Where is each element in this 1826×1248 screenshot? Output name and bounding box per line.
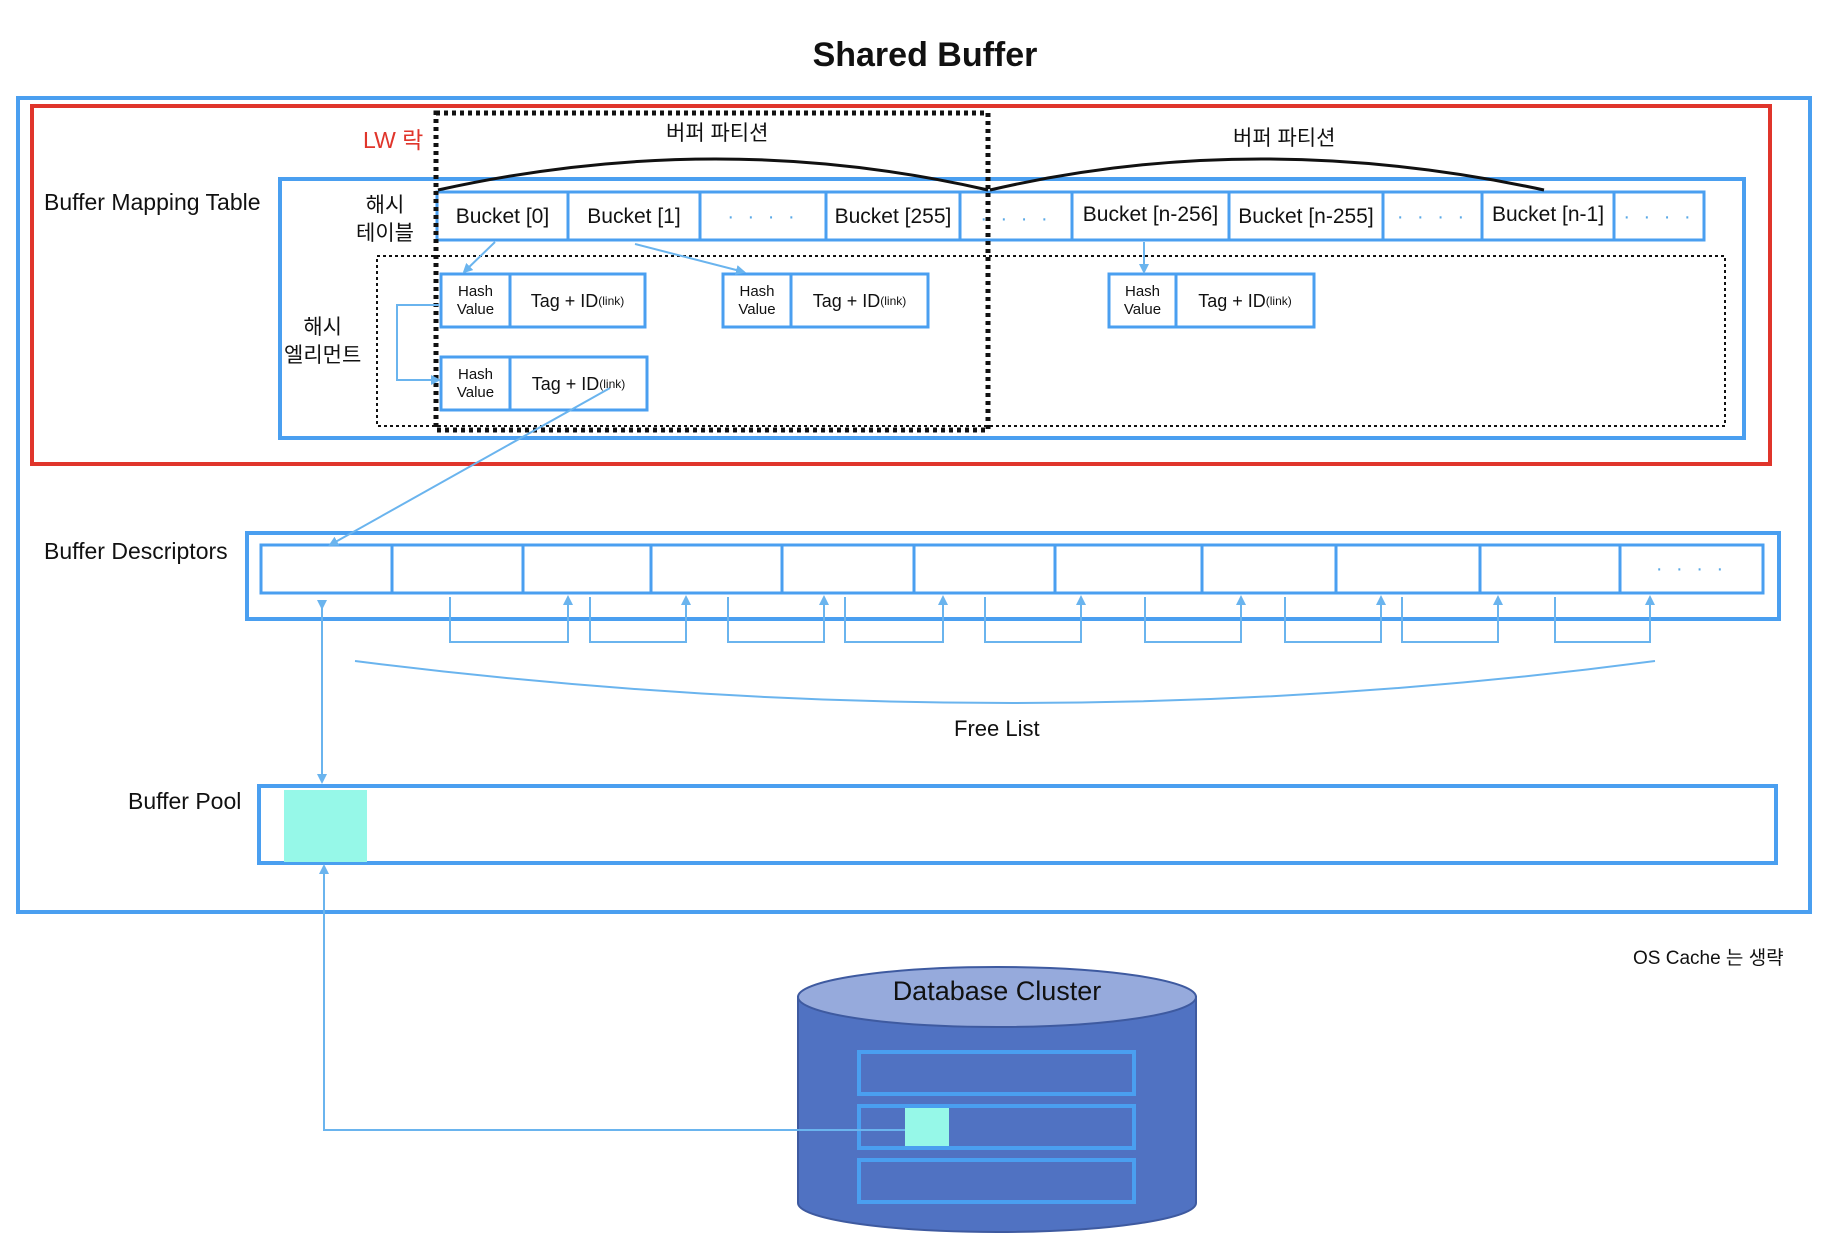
tag-id-text: Tag + ID bbox=[530, 290, 599, 311]
tag-id-cell: Tag + ID(link) bbox=[791, 276, 928, 326]
bucket-ellipsis-1: · · · · bbox=[727, 205, 799, 228]
link-subscript: (link) bbox=[880, 294, 907, 308]
partition-brace-2 bbox=[989, 157, 1545, 192]
descriptor-ellipsis: · · · · bbox=[1655, 557, 1728, 580]
partition-label-2: 버퍼 파티션 bbox=[1233, 127, 1336, 150]
database-cylinder bbox=[797, 966, 1197, 1233]
os-cache-note: OS Cache 는 생략 bbox=[1633, 948, 1784, 969]
hash-table-label-line2: 테이블 bbox=[356, 222, 414, 245]
bucket-n-256: Bucket [n-256] bbox=[1082, 203, 1219, 226]
hash-value-line2: Value bbox=[456, 384, 495, 401]
tag-id-text: Tag + ID bbox=[1198, 290, 1266, 311]
hash-element-label: 해시 엘리먼트 bbox=[284, 314, 361, 370]
tag-id-cell: Tag + ID(link) bbox=[1176, 276, 1314, 326]
bucket-ellipsis-2: · · · · bbox=[980, 207, 1052, 230]
bucket-n-1: Bucket [n-1] bbox=[1491, 203, 1605, 226]
tag-id-text: Tag + ID bbox=[531, 373, 600, 394]
buffer-pool-box bbox=[257, 784, 1778, 865]
element-to-descriptor-arrow bbox=[328, 387, 611, 546]
database-cluster-label: Database Cluster bbox=[892, 976, 1102, 1006]
lw-lock-region bbox=[30, 104, 1772, 466]
buffer-pool-label: Buffer Pool bbox=[128, 788, 242, 814]
descriptor-slots bbox=[259, 543, 1765, 595]
bucket-ellipsis-4: · · · · bbox=[1623, 205, 1695, 228]
hash-table-label-line1: 해시 bbox=[365, 194, 405, 217]
hash-value-line2: Value bbox=[738, 301, 776, 318]
lw-lock-label: LW 락 bbox=[363, 127, 424, 153]
free-list-links bbox=[449, 595, 1655, 643]
hash-value-cell: Hash Value bbox=[723, 276, 791, 326]
link-subscript: (link) bbox=[598, 294, 625, 308]
partition-brace-1 bbox=[437, 157, 989, 192]
partition-label-1: 버퍼 파티션 bbox=[666, 122, 769, 145]
free-list-brace bbox=[354, 660, 1656, 704]
tag-id-text: Tag + ID bbox=[812, 290, 881, 311]
hash-element-label-line2: 엘리먼트 bbox=[284, 344, 362, 367]
hash-value-line1: Hash bbox=[1124, 283, 1161, 300]
hash-value-line1: Hash bbox=[739, 283, 775, 300]
hash-element-area bbox=[376, 255, 1726, 427]
diagram-title: Shared Buffer bbox=[812, 36, 1038, 74]
buffer-pool-page bbox=[284, 790, 367, 862]
bucket-ellipsis-3: · · · · bbox=[1396, 205, 1469, 228]
hash-table-label: 해시 테이블 bbox=[356, 192, 414, 248]
disk-to-pool-arrow bbox=[319, 864, 905, 1131]
bucket-to-element-arrows bbox=[396, 241, 1149, 385]
partition-dotted-box bbox=[433, 110, 991, 433]
buffer-descriptors-box bbox=[245, 531, 1781, 621]
buffer-mapping-table-label: Buffer Mapping Table bbox=[44, 189, 261, 215]
buffer-descriptors-label: Buffer Descriptors bbox=[44, 538, 228, 564]
hash-value-cell: Hash Value bbox=[441, 359, 510, 409]
hash-value-line1: Hash bbox=[457, 283, 494, 300]
tag-id-cell: Tag + ID(link) bbox=[510, 276, 645, 326]
hash-value-line1: Hash bbox=[457, 366, 494, 383]
tag-id-cell: Tag + ID(link) bbox=[510, 359, 647, 409]
shared-buffer-container bbox=[16, 96, 1812, 914]
hash-element-boxes bbox=[439, 272, 1316, 412]
hash-element-label-line1: 해시 bbox=[303, 316, 342, 339]
hash-value-line2: Value bbox=[456, 301, 495, 318]
bucket-n-255: Bucket [n-255] bbox=[1238, 205, 1374, 228]
free-list-label: Free List bbox=[954, 716, 1040, 741]
hash-value-cell: Hash Value bbox=[441, 276, 510, 326]
link-subscript: (link) bbox=[1265, 294, 1292, 308]
bucket-0: Bucket [0] bbox=[455, 205, 550, 228]
hash-value-line2: Value bbox=[1123, 301, 1162, 318]
buffer-mapping-table-box bbox=[278, 177, 1746, 440]
bucket-1: Bucket [1] bbox=[587, 205, 681, 228]
hash-value-cell: Hash Value bbox=[1109, 276, 1176, 326]
bucket-255: Bucket [255] bbox=[834, 205, 952, 228]
link-subscript: (link) bbox=[599, 377, 626, 391]
